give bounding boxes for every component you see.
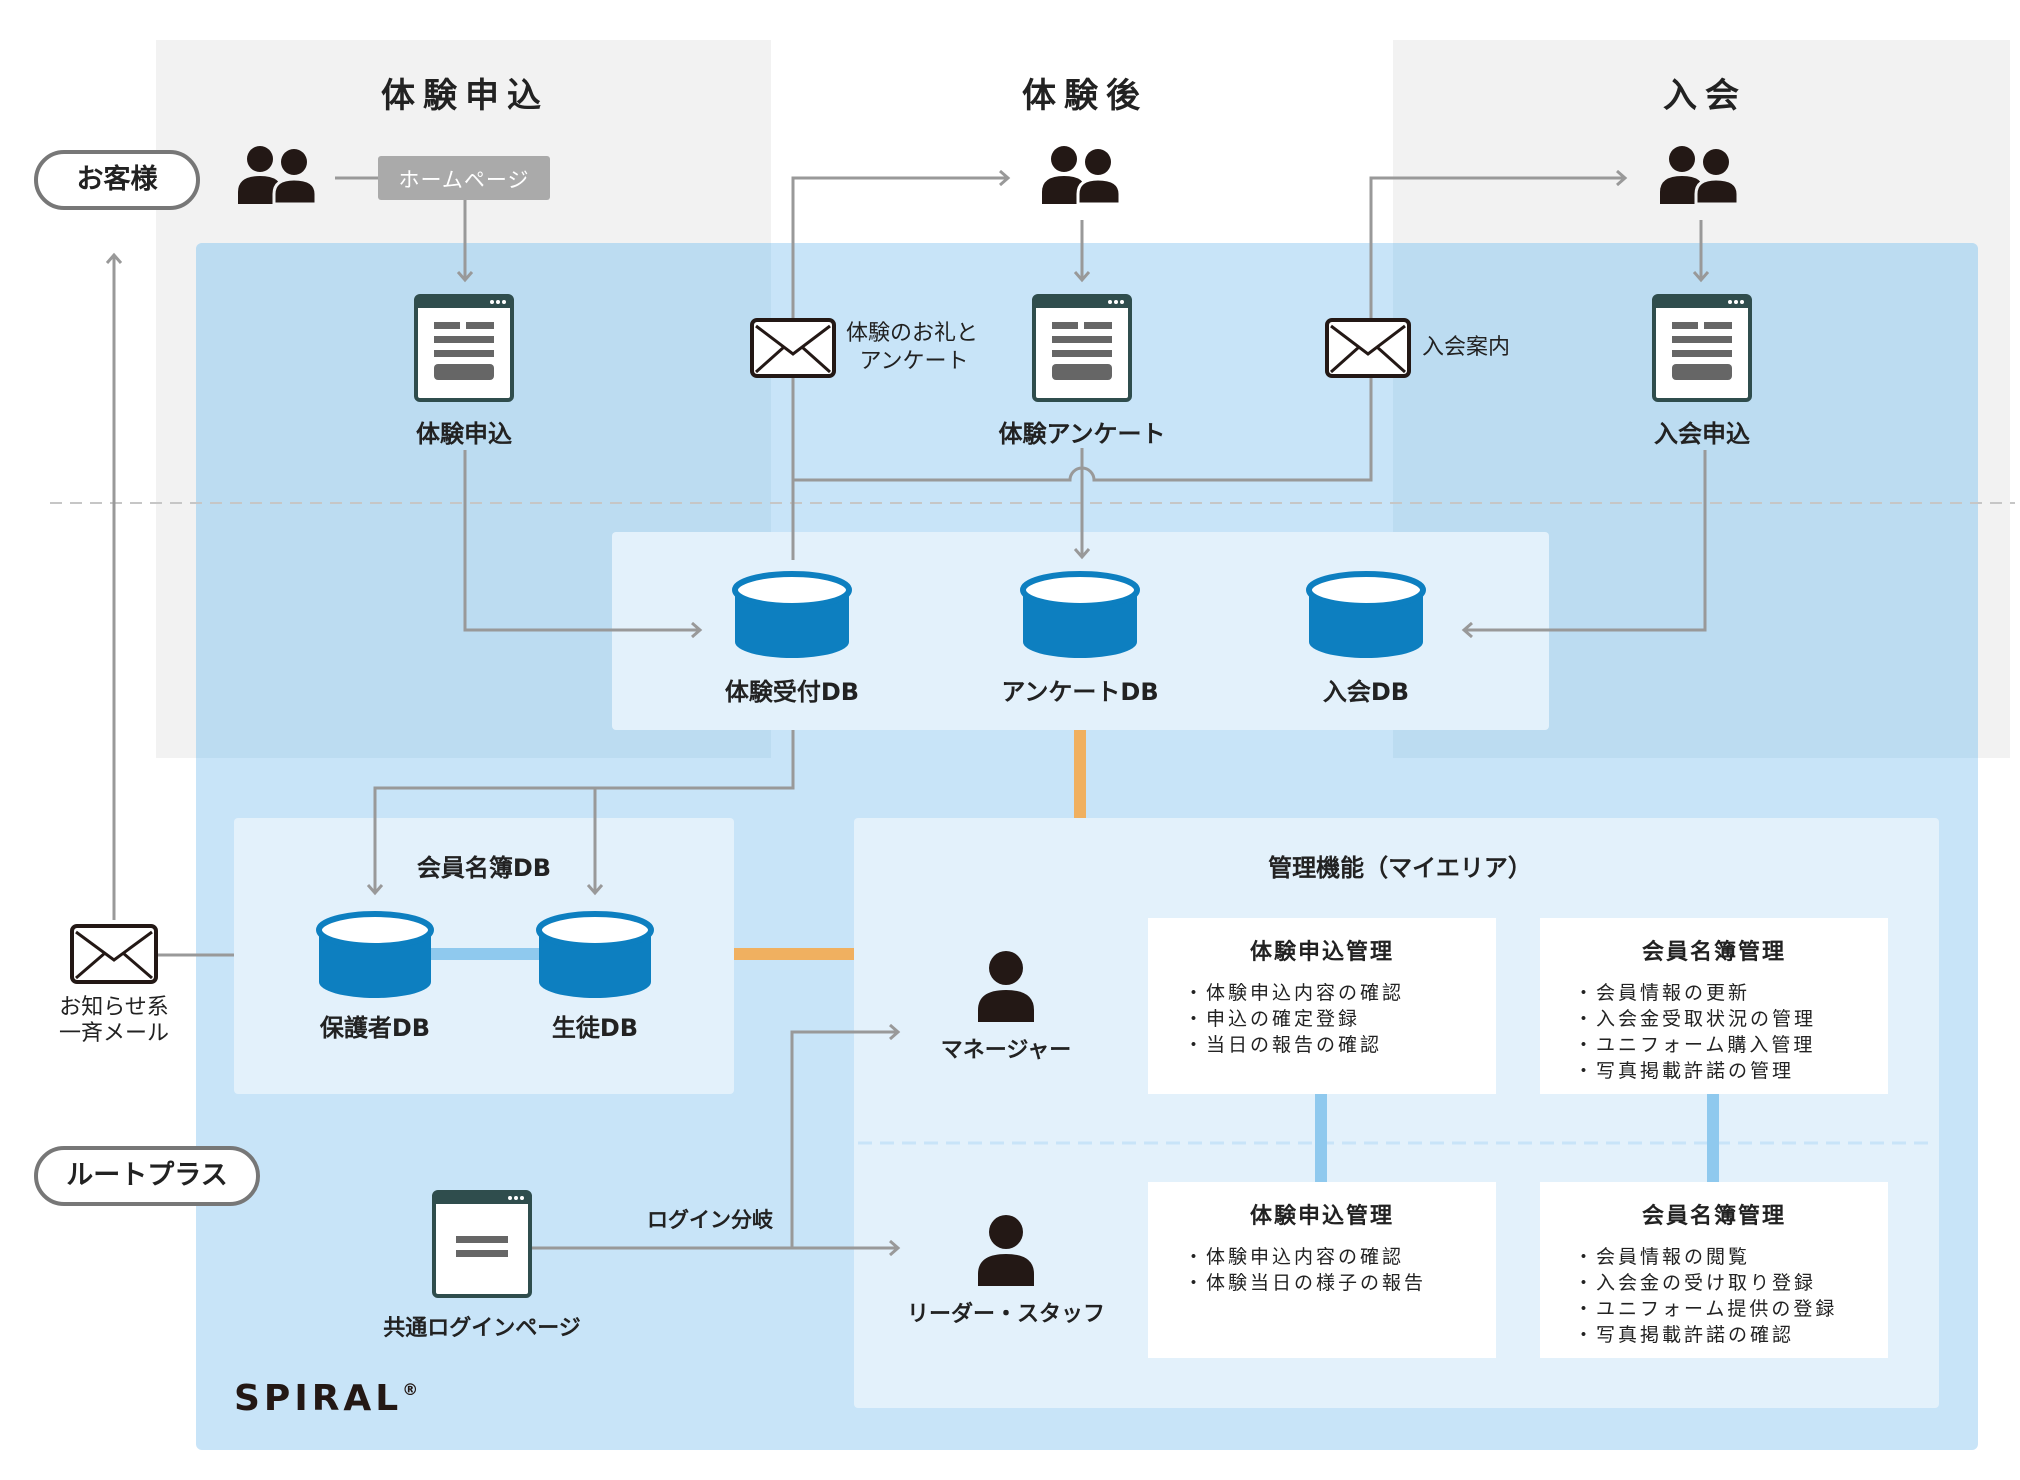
card-item: ・写真掲載許諾の確認 [1574,1324,1795,1346]
guardian-db-icon [316,911,434,998]
manager-trial-card: 体験申込管理 ・体験申込内容の確認 ・申込の確定登録 ・当日の報告の確認 [1148,918,1496,1094]
card-item: ・入会金の受け取り登録 [1574,1272,1817,1294]
card-item: ・当日の報告の確認 [1184,1034,1383,1056]
survey-db-label: アンケートDB [1001,678,1159,706]
card-item: ・会員情報の更新 [1574,982,1751,1004]
registered-mark: ® [402,1380,423,1399]
card-title: 会員名簿管理 [1641,940,1786,965]
spiral-logo: SPIRAL® [234,1378,422,1419]
manager-label: マネージャー [940,1038,1072,1063]
admin-title: 管理機能（マイエリア） [1268,854,1532,882]
guardian-db-label: 保護者DB [319,1014,431,1042]
trial-apply-form-icon [414,294,514,402]
login-page-label: 共通ログインページ [383,1316,581,1341]
staff-label: リーダー・スタッフ [906,1302,1105,1327]
card-item: ・ユニフォーム購入管理 [1574,1034,1816,1056]
card-item: ・体験申込内容の確認 [1184,982,1405,1004]
join-customer-group-icon [1660,146,1740,204]
staff-trial-card: 体験申込管理 ・体験申込内容の確認 ・体験当日の様子の報告 [1148,1182,1496,1358]
member-db-title: 会員名簿DB [416,854,552,882]
join-apply-form-icon [1652,294,1752,402]
phase-title-trial-apply: 体験申込 [381,76,549,116]
thanks-mail-icon [750,318,836,378]
trial-reception-db-label: 体験受付DB [724,678,860,706]
card-item: ・会員情報の閲覧 [1574,1246,1751,1268]
join-guide-mail-icon [1325,318,1411,378]
join-db-icon [1306,571,1426,658]
join-apply-form-label: 入会申込 [1654,420,1750,448]
student-db-label: 生徒DB [551,1014,639,1042]
notice-mail-label-line1: お知らせ系 [59,995,169,1020]
staff-member-card: 会員名簿管理 ・会員情報の閲覧 ・入会金の受け取り登録 ・ユニフォーム提供の登録… [1540,1182,1888,1358]
manager-member-card: 会員名簿管理 ・会員情報の更新 ・入会金受取状況の管理 ・ユニフォーム購入管理 … [1540,918,1888,1094]
join-guide-mail-label: 入会案内 [1422,335,1511,360]
staff-person-icon [978,1215,1034,1286]
trial-survey-form-icon [1032,294,1132,402]
card-title: 体験申込管理 [1249,940,1394,965]
homepage-tag: ホームページ [378,156,550,200]
after-trial-customer-group-icon [1042,146,1122,204]
notice-mail-label-line2: 一斉メール [58,1021,169,1046]
customer-pill: お客様 [34,150,200,210]
customer-group-icon [238,146,318,204]
thanks-mail-label-line1: 体験のお礼と [846,321,979,346]
card-item: ・ユニフォーム提供の登録 [1574,1298,1838,1320]
phase-title-join: 入会 [1663,76,1747,116]
rootplus-pill: ルートプラス [34,1146,260,1206]
homepage-label: ホームページ [398,168,530,192]
card-item: ・写真掲載許諾の管理 [1574,1060,1795,1082]
notice-mail-icon [70,924,158,984]
card-item: ・体験当日の様子の報告 [1184,1272,1427,1294]
trial-apply-form-label: 体験申込 [416,420,512,448]
manager-person-icon [978,951,1034,1022]
card-title: 会員名簿管理 [1641,1204,1786,1229]
card-item: ・入会金受取状況の管理 [1574,1008,1817,1030]
trial-survey-form-label: 体験アンケート [998,420,1166,448]
survey-db-icon [1020,571,1140,658]
login-page-icon [432,1190,532,1298]
card-item: ・申込の確定登録 [1184,1008,1361,1030]
trial-reception-db-icon [732,571,852,658]
card-item: ・体験申込内容の確認 [1184,1246,1405,1268]
login-branch-label: ログイン分岐 [647,1208,773,1232]
card-title: 体験申込管理 [1249,1204,1394,1229]
thanks-mail-label-line2: アンケート [859,349,969,374]
student-db-icon [536,911,654,998]
phase-title-after-trial: 体験後 [1022,76,1148,116]
join-db-label: 入会DB [1322,678,1410,706]
spiral-logo-text: SPIRAL [234,1378,403,1419]
